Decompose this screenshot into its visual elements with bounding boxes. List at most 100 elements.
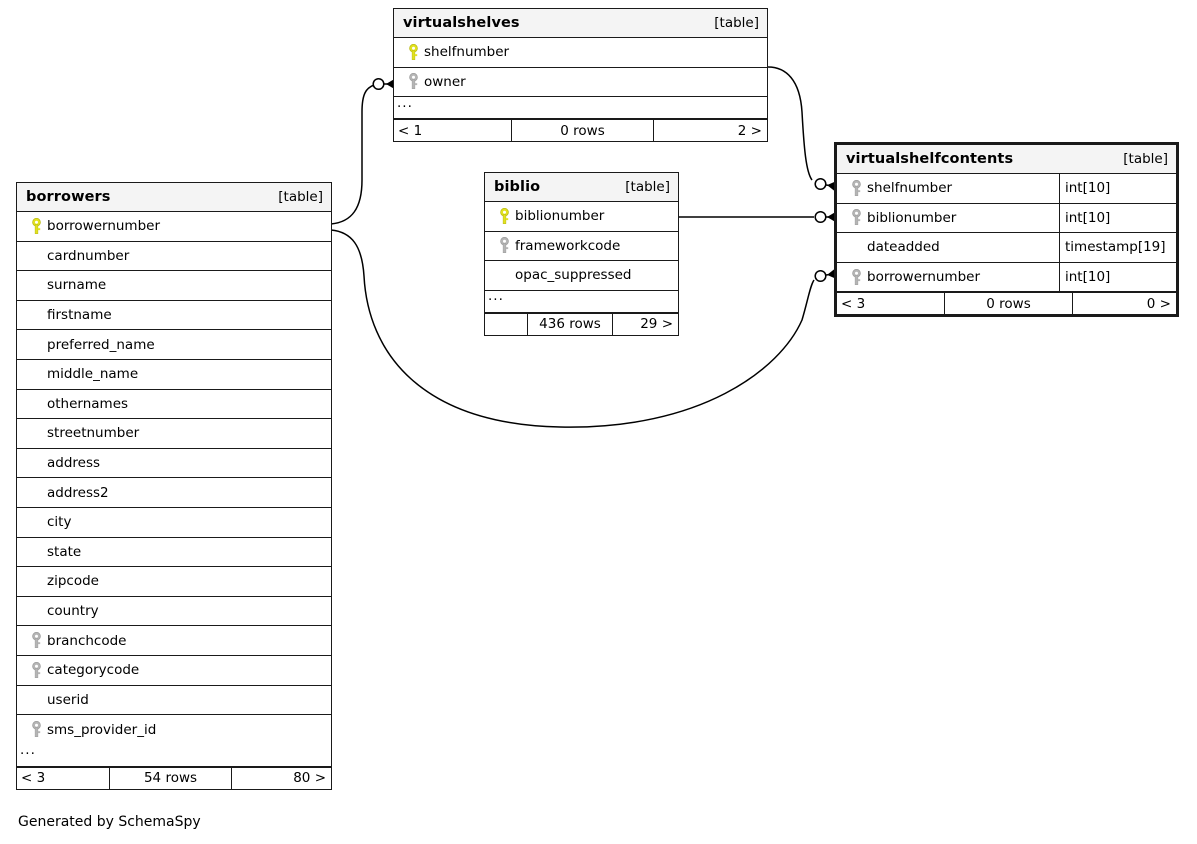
column-name: frameworkcode <box>515 237 621 254</box>
column-cell: address2 <box>17 478 331 507</box>
table-row[interactable]: sms_provider_id <box>17 715 331 745</box>
table-row[interactable]: biblionumber <box>485 202 678 232</box>
column-cell: country <box>17 597 331 626</box>
table-row[interactable]: userid <box>17 685 331 716</box>
footer-prev-count[interactable]: < 1 <box>398 122 423 139</box>
foreign-key-icon <box>26 661 47 679</box>
table-row[interactable]: branchcode <box>17 626 331 656</box>
table-row[interactable]: categorycode <box>17 655 331 686</box>
column-name: sms_provider_id <box>47 721 157 738</box>
table-footer-borrowers: < 3 54 rows 80 > <box>17 766 331 789</box>
foreign-key-icon <box>403 73 424 90</box>
column-name: borrowernumber <box>867 269 981 286</box>
footer-next-count[interactable]: 0 > <box>1072 293 1176 315</box>
table-type-tag: [table] <box>1123 151 1168 167</box>
column-cell: middle_name <box>17 360 331 389</box>
footer-row-count: 0 rows <box>511 120 653 142</box>
table-header-virtualshelfcontents: virtualshelfcontents [table] <box>837 145 1176 174</box>
column-name: cardnumber <box>47 247 130 264</box>
column-name: address <box>47 455 101 472</box>
table-borrowers[interactable]: borrowers [table] borrowernumber cardnumb… <box>16 182 332 790</box>
primary-key-icon <box>26 217 47 235</box>
footer-row-count: 0 rows <box>944 293 1072 315</box>
table-row[interactable]: address <box>17 448 331 479</box>
table-row[interactable]: preferred_name <box>17 330 331 360</box>
column-cell: biblionumber <box>837 204 1059 233</box>
table-row[interactable]: borrowernumber <box>17 212 331 242</box>
table-row[interactable]: frameworkcode <box>485 231 678 262</box>
borrowers-column-list: borrowernumber cardnumber surname firstname… <box>17 212 331 745</box>
table-virtualshelfcontents[interactable]: virtualshelfcontents [table] shelfnumber… <box>834 142 1179 318</box>
column-name: categorycode <box>47 662 140 679</box>
column-name: dateadded <box>867 239 940 256</box>
foreign-key-icon <box>26 721 47 738</box>
footer-row-count: 436 rows <box>527 313 612 335</box>
table-row[interactable]: streetnumber <box>17 419 331 449</box>
column-cell: owner <box>394 68 767 97</box>
column-name: shelfnumber <box>424 44 510 61</box>
table-row[interactable]: shelfnumber int[10] <box>837 174 1176 204</box>
column-cell: shelfnumber <box>394 38 767 67</box>
table-row[interactable]: country <box>17 596 331 627</box>
foreign-key-icon <box>846 268 867 286</box>
table-row[interactable]: middle_name <box>17 359 331 390</box>
table-footer-virtualshelfcontents: < 3 0 rows 0 > <box>837 292 1176 315</box>
table-title: virtualshelves <box>403 15 520 31</box>
table-title: virtualshelfcontents <box>846 151 1014 167</box>
foreign-key-icon <box>494 237 515 254</box>
footer-next-count[interactable]: 2 > <box>653 120 767 142</box>
footer-prev-count[interactable]: < 3 <box>21 770 46 787</box>
column-name: firstname <box>47 307 112 324</box>
column-name: branchcode <box>47 632 127 649</box>
column-cell: borrowernumber <box>17 212 331 241</box>
column-name: preferred_name <box>47 336 155 353</box>
column-cell: dateadded <box>837 233 1059 262</box>
column-name: biblionumber <box>867 209 957 226</box>
table-row[interactable]: biblionumber int[10] <box>837 203 1176 234</box>
column-cell: state <box>17 538 331 567</box>
table-row[interactable]: city <box>17 507 331 538</box>
column-cell: preferred_name <box>17 330 331 359</box>
footer-prev-count[interactable] <box>485 314 527 335</box>
table-row[interactable]: firstname <box>17 300 331 331</box>
column-cell: borrowernumber <box>837 263 1059 292</box>
table-type-tag: [table] <box>278 189 323 205</box>
table-row[interactable]: zipcode <box>17 567 331 597</box>
table-row[interactable]: borrowernumber int[10] <box>837 262 1176 293</box>
foreign-key-icon <box>846 209 867 226</box>
table-header-biblio: biblio [table] <box>485 173 678 202</box>
table-header-borrowers: borrowers [table] <box>17 183 331 212</box>
table-row[interactable]: opac_suppressed <box>485 261 678 291</box>
footer-next-count[interactable]: 29 > <box>612 313 678 335</box>
column-cell: opac_suppressed <box>485 261 678 290</box>
column-name: address2 <box>47 484 109 501</box>
table-row[interactable]: state <box>17 537 331 568</box>
table-row[interactable]: shelfnumber <box>394 38 767 68</box>
table-biblio[interactable]: biblio [table] biblionumber <box>484 172 679 336</box>
table-row[interactable]: address2 <box>17 478 331 508</box>
column-datatype: int[10] <box>1059 262 1176 292</box>
table-row[interactable]: dateadded timestamp[19] <box>837 233 1176 263</box>
table-title: borrowers <box>26 189 111 205</box>
more-columns-indicator: ... <box>485 288 678 313</box>
primary-key-icon <box>494 207 515 225</box>
footer-prev-count[interactable]: < 3 <box>841 295 866 312</box>
table-row[interactable]: cardnumber <box>17 241 331 272</box>
column-name: streetnumber <box>47 425 140 442</box>
table-virtualshelves[interactable]: virtualshelves [table] shelfnumber <box>393 8 768 143</box>
column-cell: categorycode <box>17 656 331 685</box>
column-datatype: int[10] <box>1059 203 1176 233</box>
column-cell: biblionumber <box>485 202 678 231</box>
column-cell: shelfnumber <box>837 174 1059 203</box>
table-row[interactable]: owner <box>394 67 767 98</box>
footer-next-count[interactable]: 80 > <box>231 767 331 789</box>
column-name: country <box>47 603 99 620</box>
column-name: othernames <box>47 395 129 412</box>
table-row[interactable]: surname <box>17 271 331 301</box>
footer-row-count: 54 rows <box>109 767 231 789</box>
column-cell: branchcode <box>17 626 331 655</box>
column-name: shelfnumber <box>867 180 953 197</box>
table-row[interactable]: othernames <box>17 389 331 420</box>
more-columns-indicator: ... <box>394 95 767 120</box>
column-cell: firstname <box>17 301 331 330</box>
